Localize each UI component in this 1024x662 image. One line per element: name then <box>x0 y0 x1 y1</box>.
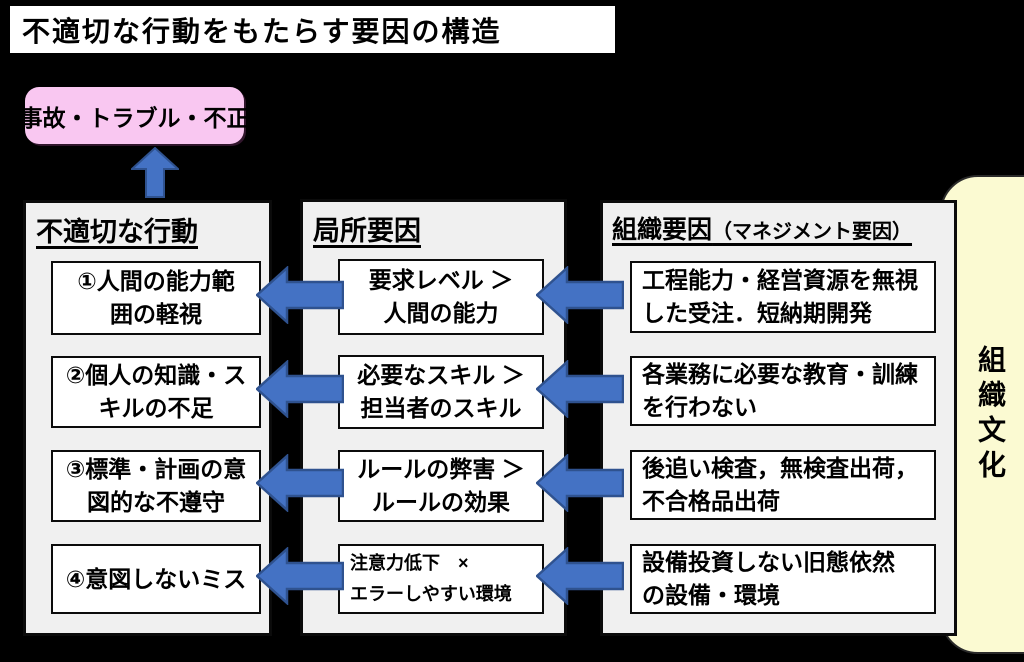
outcome-box: 事故・トラブル・不正 <box>20 87 250 144</box>
box-behavior-1: ①人間の能力範 囲の軽視 <box>51 261 261 335</box>
header-org-main: 組織要因 <box>612 216 713 244</box>
header-organizational-factors: 組織要因（マネジメント要因） <box>612 210 912 246</box>
box-org-1: 工程能力・経営資源を無視 した受注．短納期開発 <box>630 261 936 333</box>
arrow-up-icon <box>131 147 179 198</box>
box-org-4: 設備投資しない旧態依然 の設備・環境 <box>630 544 936 614</box>
header-inappropriate-behavior: 不適切な行動 <box>36 217 198 247</box>
outcome-label: 事故・トラブル・不正 <box>19 104 250 131</box>
arrow-left-icon <box>536 547 624 605</box>
box-behavior-3: ③標準・計画の意 図的な不遵守 <box>51 450 261 522</box>
arrow-left-icon <box>256 454 344 512</box>
box-local-3: ルールの弊害 ＞ ルールの効果 <box>338 450 544 522</box>
arrow-left-icon <box>536 454 624 512</box>
box-behavior-4: ④意図しないミス <box>51 544 261 614</box>
arrow-left-icon <box>256 266 344 324</box>
box-local-4: 注意力低下 × エラーしやすい環境 <box>338 544 544 614</box>
arrow-left-icon <box>536 360 624 418</box>
box-local-2: 必要なスキル ＞ 担当者のスキル <box>338 355 544 429</box>
page-title: 不適切な行動をもたらす要因の構造 <box>22 15 502 47</box>
header-org-suffix: （マネジメント要因） <box>712 221 913 243</box>
box-org-3: 後追い検査，無検査出荷， 不合格品出荷 <box>630 450 936 520</box>
box-behavior-2: ②個人の知識・ス キルの不足 <box>51 356 261 428</box>
arrow-left-icon <box>256 547 344 605</box>
arrow-left-icon <box>536 266 624 324</box>
box-local-1: 要求レベル ＞ 人間の能力 <box>338 259 544 335</box>
panel-organizational-factors: 組織要因（マネジメント要因） 工程能力・経営資源を無視 した受注．短納期開発 各… <box>600 200 957 636</box>
culture-label: 組織文化 <box>975 344 1006 485</box>
arrow-left-icon <box>256 360 344 418</box>
panel-inappropriate-behavior: 不適切な行動 ①人間の能力範 囲の軽視 ②個人の知識・ス キルの不足 ③標準・計… <box>23 200 272 636</box>
box-org-2: 各業務に必要な教育・訓練 を行わない <box>630 356 936 426</box>
title-box: 不適切な行動をもたらす要因の構造 <box>8 4 617 55</box>
header-local-factors: 局所要因 <box>313 216 421 246</box>
